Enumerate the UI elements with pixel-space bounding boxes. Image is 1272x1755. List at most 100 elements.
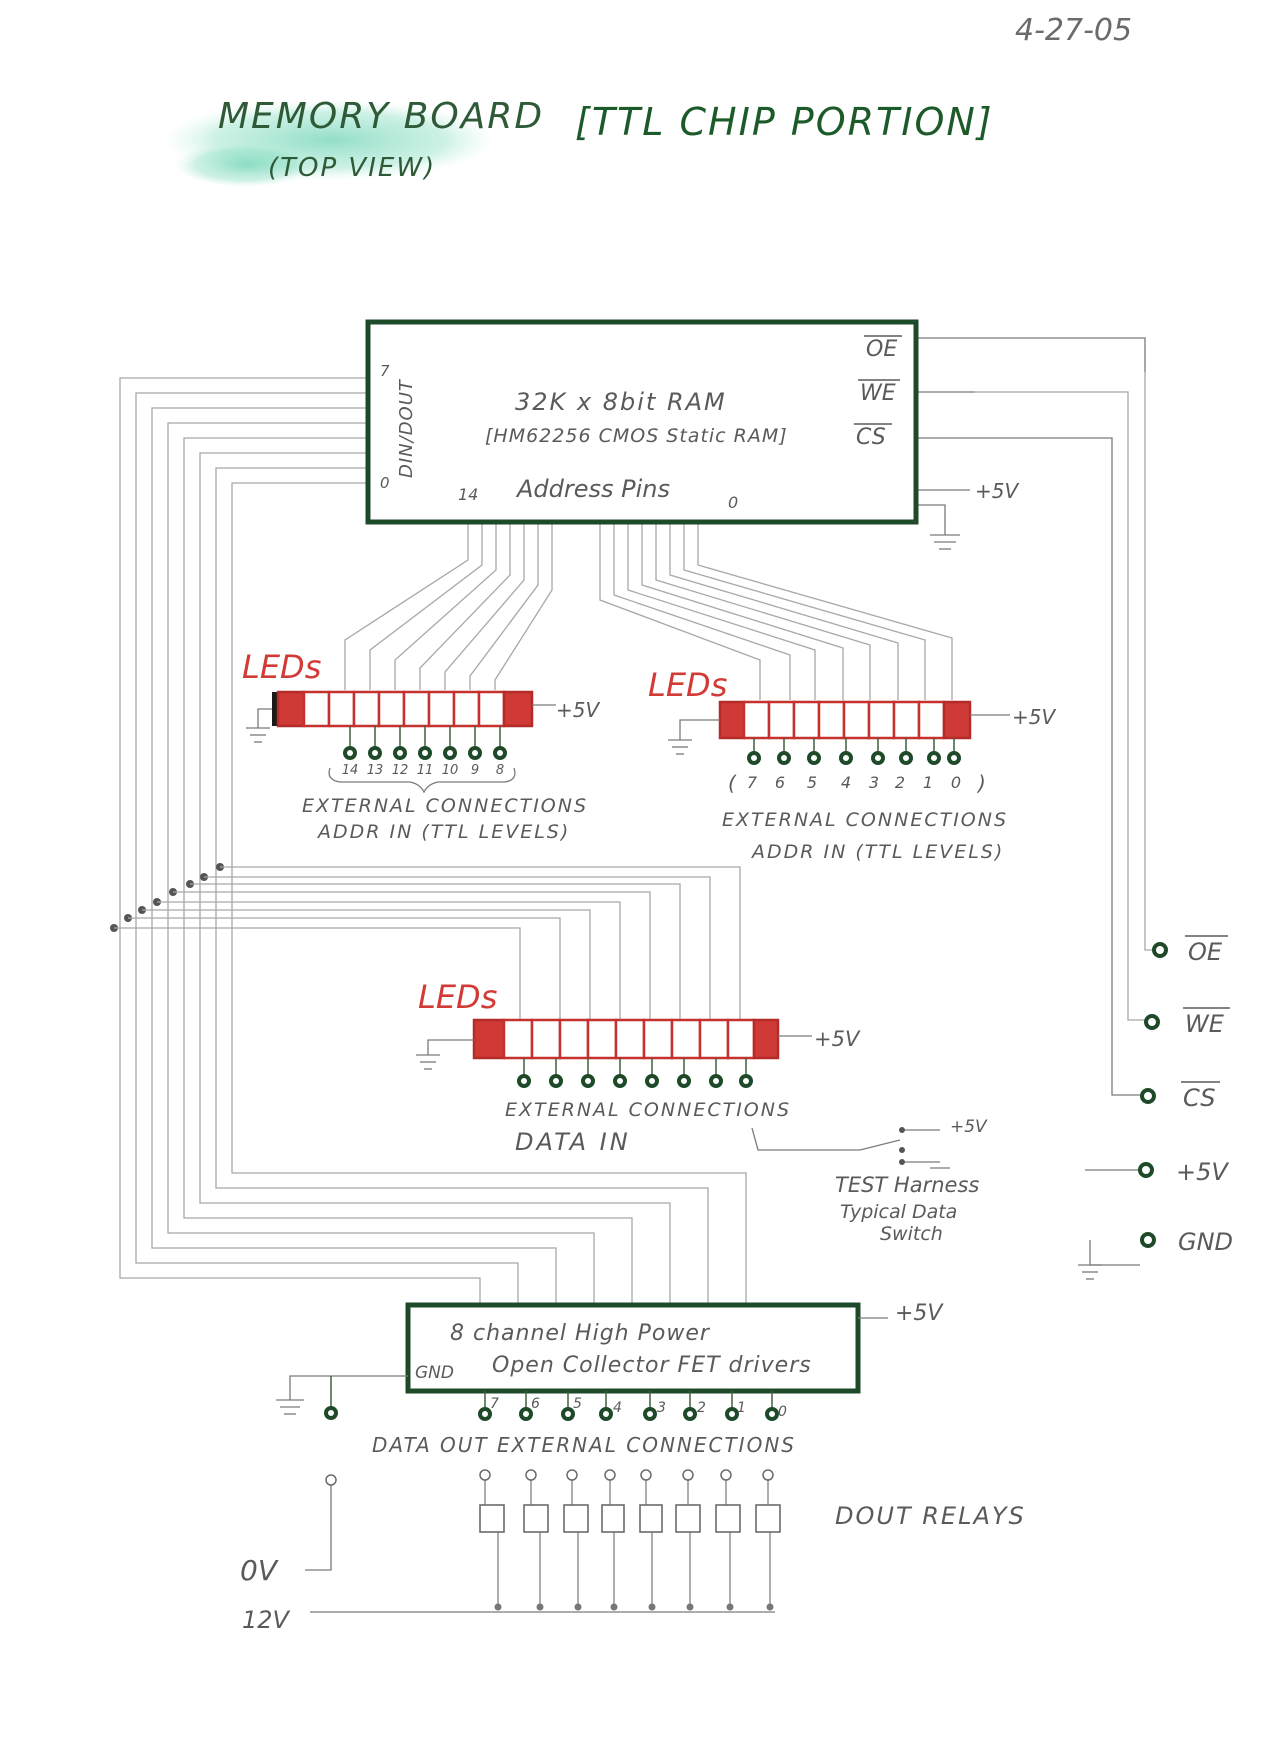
relay-1 [715,1504,741,1533]
data-in-3-terminal[interactable] [645,1074,659,1088]
test-harness-line2: Typical Data [840,1201,957,1223]
fet-pin-num: 6 [531,1396,540,1412]
relay-0 [755,1504,781,1533]
led-addr-high-pins [343,746,507,760]
led-addr-high-vcc: +5V [556,698,600,722]
ram-line2: [HM62256 CMOS Static RAM] [485,425,788,447]
bus-wires [110,337,1158,1305]
addr-8-terminal[interactable] [493,746,507,760]
led-addr-high-pin-num: 10 [442,763,459,778]
fet-gnd-label: GND [415,1363,454,1383]
fet-pin-num: 3 [657,1400,666,1416]
control-terminals: OE WE CS +5V GND [1138,935,1233,1256]
addr-10-terminal[interactable] [443,746,457,760]
led-addr-low-pin-num: 0 [951,773,961,792]
fet-pin-num: 2 [697,1400,706,1416]
ram-chip: 32K x 8bit RAM [HM62256 CMOS Static RAM]… [365,319,1019,525]
fet-driver-chip: 8 channel High Power Open Collector FET … [276,1301,944,1457]
fet-pin-num: 5 [573,1396,582,1412]
test-harness-line3: Switch [880,1223,943,1245]
addr-11-terminal[interactable] [418,746,432,760]
led-addr-high-caption1: EXTERNAL CONNECTIONS [302,795,588,817]
terminal-we-label: WE [1185,1010,1225,1038]
led-addr-low-pin-num: 2 [895,773,905,792]
ram-dio-bottom: 0 [380,474,390,492]
dout-6-terminal[interactable] [519,1407,533,1421]
ram-we-label: WE [860,381,896,406]
addr-5-terminal[interactable] [807,751,821,765]
data-in-1-terminal[interactable] [709,1074,723,1088]
addr-3-terminal[interactable] [871,751,885,765]
fet-line1: 8 channel High Power [450,1321,711,1346]
terminal-cs-label: CS [1183,1084,1215,1112]
addr-6-terminal[interactable] [777,751,791,765]
test-harness-vcc: +5V [950,1117,988,1137]
data-in-2-terminal[interactable] [677,1074,691,1088]
led-addr-high-pin-num: 11 [417,763,434,778]
ram-dio-top: 7 [380,362,390,380]
led-bar-addr-high: LEDs +5V [242,648,600,843]
title-main: MEMORY BOARD [218,96,544,137]
led-addr-low-pin-num: 3 [869,773,879,792]
dout-5-terminal[interactable] [561,1407,575,1421]
led-data-caption1: EXTERNAL CONNECTIONS [505,1099,791,1121]
addr-0-terminal[interactable] [947,751,961,765]
addr-7-terminal[interactable] [747,751,761,765]
dout-3-terminal[interactable] [643,1407,657,1421]
led-addr-low-title: LEDs [648,666,727,704]
terminal-gnd-label: GND [1178,1228,1233,1256]
led-addr-low-vcc: +5V [1012,705,1056,729]
fet-line2: Open Collector FET drivers [492,1353,812,1378]
data-in-7-terminal[interactable] [517,1074,531,1088]
test-harness-line1: TEST Harness [835,1173,979,1197]
addr-13-terminal[interactable] [368,746,382,760]
fet-pin-num: 7 [490,1396,499,1412]
relay-2 [675,1504,701,1533]
dout-0-terminal[interactable] [765,1407,779,1421]
relay-5 [563,1504,589,1533]
dout-4-terminal[interactable] [599,1407,613,1421]
oe-terminal[interactable] [1152,942,1168,958]
terminal-oe-label: OE [1188,938,1223,966]
dout-1-terminal[interactable] [725,1407,739,1421]
ram-line1: 32K x 8bit RAM [515,388,727,416]
addr-1-terminal[interactable] [927,751,941,765]
led-addr-high-pin-num: 8 [496,763,504,778]
we-terminal[interactable] [1144,1014,1160,1030]
led-addr-low-paren-open: ( [728,771,737,795]
relay-3 [639,1504,663,1533]
led-addr-high-pin-num: 14 [342,763,359,778]
led-addr-low-pin-num: 5 [807,773,817,792]
led-addr-low-caption1: EXTERNAL CONNECTIONS [722,809,1008,831]
addr-12-terminal[interactable] [393,746,407,760]
led-addr-low-caption2: ADDR IN (TTL LEVELS) [750,841,1004,863]
addr-14-terminal[interactable] [343,746,357,760]
led-data-pins [517,1074,753,1088]
data-in-0-terminal[interactable] [739,1074,753,1088]
cs-terminal[interactable] [1140,1088,1156,1104]
led-addr-high-pin-num: 12 [392,763,409,778]
relays: DOUT RELAYS 0V 12V [240,1469,1024,1634]
fet-output-pins [478,1407,779,1421]
fet-pin-num: 4 [613,1400,622,1416]
addr-4-terminal[interactable] [839,751,853,765]
data-in-4-terminal[interactable] [613,1074,627,1088]
title-bracket: [TTL CHIP PORTION] [575,100,994,144]
dout-7-terminal[interactable] [478,1407,492,1421]
data-in-5-terminal[interactable] [581,1074,595,1088]
led-addr-low-pin-num: 7 [747,773,758,792]
fet-gnd-terminal[interactable] [324,1406,338,1420]
twelve-volt-label: 12V [242,1606,291,1634]
addr-2-terminal[interactable] [899,751,913,765]
fet-caption: DATA OUT EXTERNAL CONNECTIONS [372,1433,796,1457]
led-data-vcc: +5V [814,1027,861,1051]
vcc-terminal[interactable] [1138,1162,1154,1178]
dout-2-terminal[interactable] [683,1407,697,1421]
data-in-6-terminal[interactable] [549,1074,563,1088]
gnd-terminal[interactable] [1140,1232,1156,1248]
addr-9-terminal[interactable] [468,746,482,760]
led-data-title: LEDs [418,978,497,1016]
ram-chip-body [365,319,919,525]
date-label: 4-27-05 [1015,13,1132,48]
